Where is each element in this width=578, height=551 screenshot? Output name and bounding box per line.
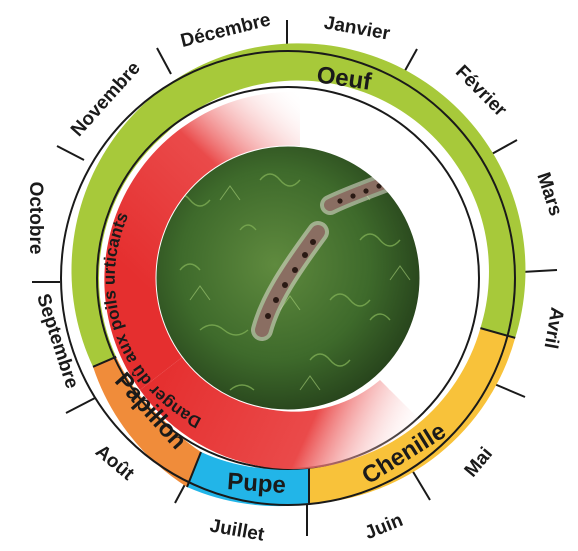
caterpillar-photo <box>156 146 420 410</box>
month-label-aout: Août <box>91 441 138 485</box>
stage-pupe-label: Pupe <box>226 468 286 499</box>
month-label-juin: Juin <box>362 510 406 544</box>
month-label-janvier: Janvier <box>322 12 392 44</box>
month-label-mars: Mars <box>532 170 566 219</box>
month-label-decembre: Décembre <box>179 9 273 52</box>
month-label-mai: Mai <box>461 444 497 482</box>
month-label-avril: Avril <box>539 306 567 351</box>
month-label-juillet: Juillet <box>208 515 266 545</box>
month-label-octobre: Octobre <box>25 182 46 255</box>
